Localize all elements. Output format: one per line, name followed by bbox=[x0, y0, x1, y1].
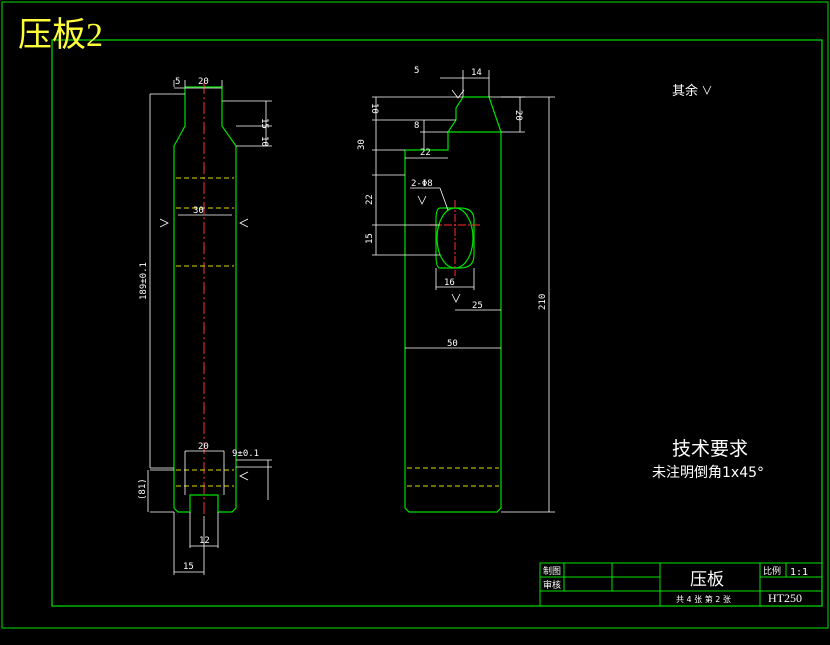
dim-10-right: 10 bbox=[259, 136, 269, 147]
dim-22-h: 22 bbox=[420, 148, 431, 158]
front-hidden-lines bbox=[176, 177, 234, 487]
dim-16: 16 bbox=[444, 278, 455, 288]
dim-20-top: 20 bbox=[198, 77, 209, 87]
dim-9: 9±0.1 bbox=[232, 449, 259, 459]
tb-part-name: 压板 bbox=[690, 570, 724, 590]
dim-20-side: 20 bbox=[513, 110, 523, 121]
tb-scale-value: 1:1 bbox=[790, 567, 808, 578]
tb-sheet-info: 共 4 张 第 2 张 bbox=[676, 594, 731, 604]
tb-drawn-label: 制图 bbox=[543, 565, 561, 577]
surface-note: 其余 bbox=[672, 84, 699, 99]
front-dimension-lines bbox=[147, 80, 272, 575]
outer-frame bbox=[1, 1, 829, 629]
dim-8: 8 bbox=[414, 121, 419, 131]
dim-5: 5 bbox=[175, 77, 180, 87]
dim-189: 189±0.1 bbox=[139, 262, 149, 300]
front-view bbox=[173, 86, 237, 513]
dim-15-side: 15 bbox=[365, 233, 375, 244]
drawing-title: 压板2 bbox=[18, 17, 103, 54]
dim-30-side: 30 bbox=[357, 139, 367, 150]
roughness-symbols bbox=[417, 85, 712, 303]
dim-10-side: 10 bbox=[369, 103, 379, 114]
side-hidden-lines bbox=[407, 467, 499, 487]
dim-50: 50 bbox=[447, 339, 458, 349]
tb-checked-label: 审核 bbox=[543, 579, 561, 591]
tech-req-title: 技术要求 bbox=[672, 438, 749, 460]
tb-material: HT250 bbox=[768, 591, 802, 605]
side-view bbox=[404, 96, 502, 513]
dim-5-side: 5 bbox=[414, 66, 419, 76]
tb-scale-label: 比例 bbox=[763, 565, 781, 577]
dim-20-bottom: 20 bbox=[198, 442, 209, 452]
dim-81: (81) bbox=[138, 478, 148, 500]
dim-2hole: 2-Φ8 bbox=[411, 179, 433, 189]
inner-frame bbox=[51, 39, 823, 607]
dim-12: 12 bbox=[199, 536, 210, 546]
dim-30: 30 bbox=[193, 206, 204, 216]
title-block-lines bbox=[539, 562, 823, 607]
dim-22-v: 22 bbox=[365, 194, 375, 205]
dim-14: 14 bbox=[471, 68, 482, 78]
dim-15-bottom: 15 bbox=[183, 562, 194, 572]
dim-210: 210 bbox=[538, 294, 548, 310]
dim-25: 25 bbox=[472, 301, 483, 311]
side-dimension-lines bbox=[372, 70, 555, 513]
dim-15-right: 15 bbox=[259, 118, 269, 129]
tech-req-body: 未注明倒角1x45° bbox=[652, 465, 765, 481]
